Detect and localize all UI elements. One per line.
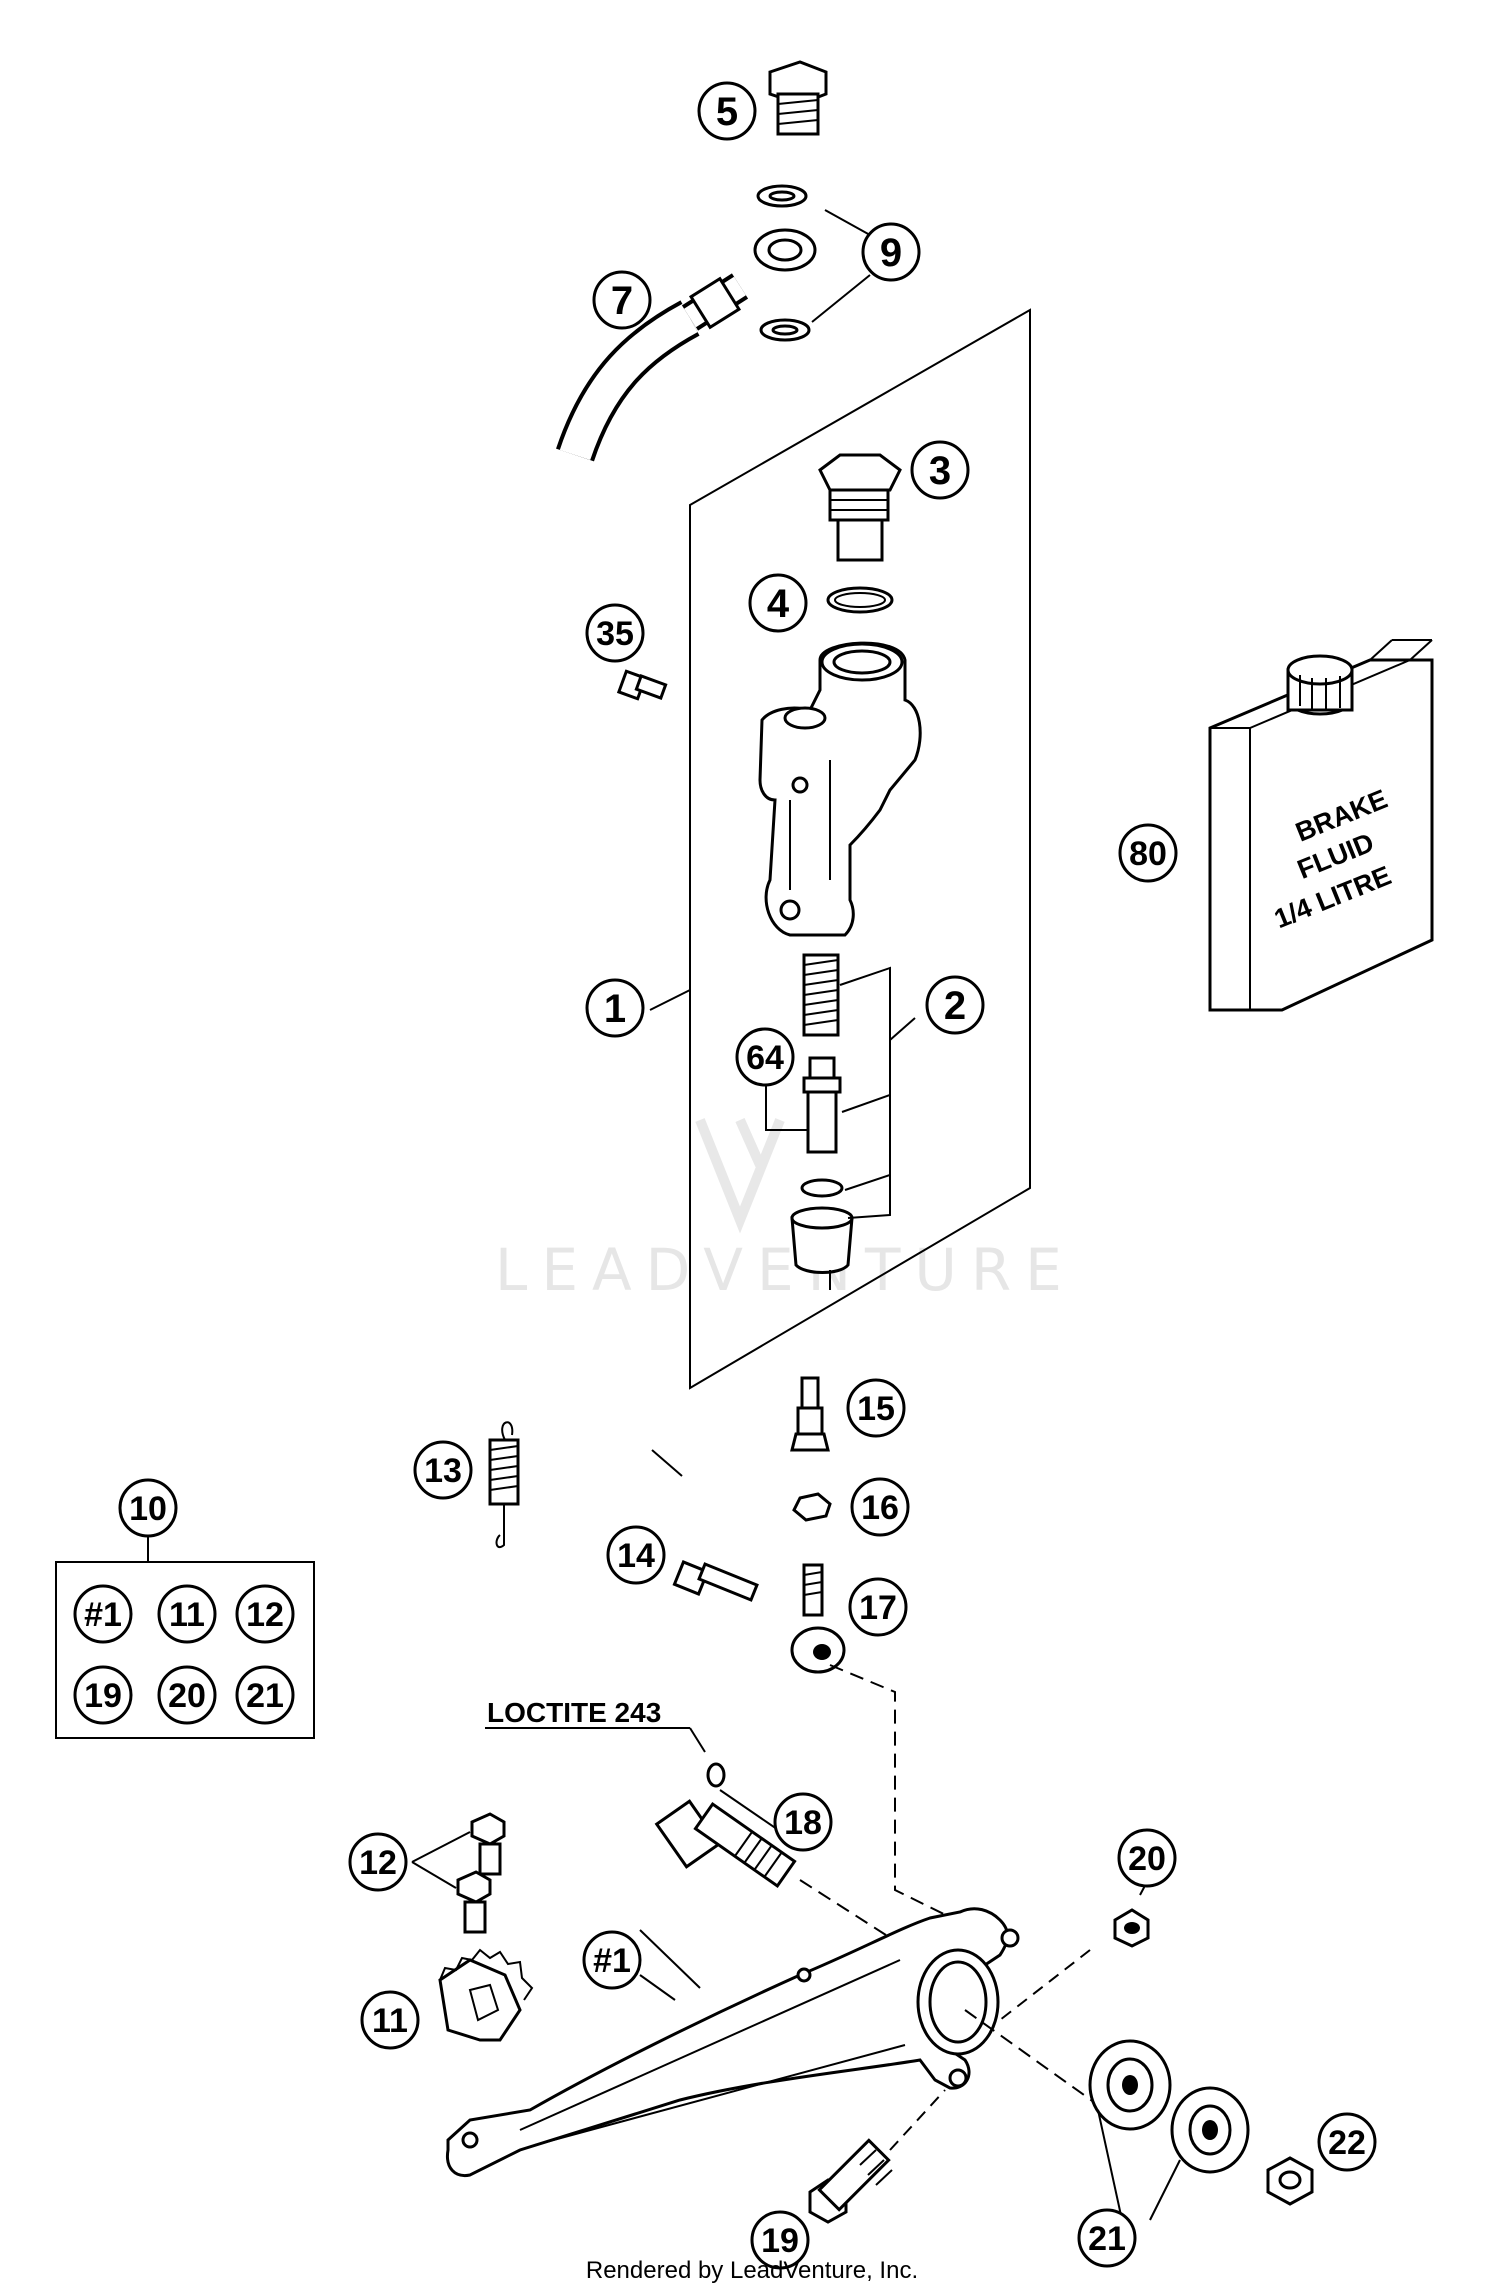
o-ring-part bbox=[826, 586, 894, 614]
svg-text:18: 18 bbox=[784, 1804, 822, 1842]
callout-pedal-1: #1 bbox=[582, 1930, 642, 1990]
callout-10: 10 bbox=[118, 1478, 178, 1538]
kit-item-1: #1 bbox=[73, 1584, 133, 1644]
svg-text:2: 2 bbox=[944, 984, 966, 1028]
brake-pedal-part bbox=[445, 1907, 1020, 2178]
callout-14: 14 bbox=[606, 1525, 666, 1585]
watermark: LEADVENTURE bbox=[495, 1117, 1076, 1304]
callout-3: 3 bbox=[910, 440, 970, 500]
callout-19: 19 bbox=[750, 2210, 810, 2270]
callout-64: 64 bbox=[735, 1027, 795, 1087]
bolt-19-part bbox=[808, 2089, 946, 2224]
watermark-text: LEADVENTURE bbox=[495, 1236, 1076, 1304]
svg-text:16: 16 bbox=[861, 1489, 899, 1527]
svg-text:64: 64 bbox=[746, 1039, 784, 1077]
svg-text:19: 19 bbox=[84, 1677, 122, 1715]
banjo-bolt-part bbox=[768, 60, 828, 136]
callout-12: 12 bbox=[348, 1832, 408, 1892]
svg-text:#1: #1 bbox=[593, 1942, 631, 1980]
callout-9: 9 bbox=[861, 222, 921, 282]
callout-13: 13 bbox=[413, 1440, 473, 1500]
reservoir-plug-part bbox=[818, 453, 902, 562]
callout-21: 21 bbox=[1077, 2208, 1137, 2268]
svg-text:21: 21 bbox=[246, 1677, 284, 1715]
brake-hose-part bbox=[556, 209, 871, 462]
return-spring-part bbox=[488, 1421, 520, 1549]
kit-item-11: 11 bbox=[157, 1584, 217, 1644]
nut-20-part bbox=[999, 1879, 1150, 2021]
brake-fluid-can: BRAKE FLUID 1/4 LITRE bbox=[1208, 639, 1434, 1012]
footrest-part bbox=[438, 1948, 534, 2042]
svg-text:4: 4 bbox=[767, 582, 790, 626]
svg-text:9: 9 bbox=[880, 231, 902, 275]
kit-item-21: 21 bbox=[235, 1665, 295, 1725]
nut-22-part bbox=[1266, 2156, 1314, 2206]
callout-2: 2 bbox=[925, 975, 985, 1035]
svg-text:13: 13 bbox=[424, 1452, 462, 1490]
callout-15: 15 bbox=[846, 1378, 906, 1438]
svg-text:7: 7 bbox=[611, 279, 633, 323]
loctite-note: LOCTITE 243 bbox=[485, 1697, 726, 1788]
kit-item-19: 19 bbox=[73, 1665, 133, 1725]
svg-text:11: 11 bbox=[169, 1596, 205, 1634]
svg-text:12: 12 bbox=[359, 1844, 397, 1882]
svg-text:1: 1 bbox=[604, 987, 626, 1031]
svg-text:20: 20 bbox=[1128, 1840, 1166, 1878]
callout-20: 20 bbox=[1117, 1828, 1177, 1888]
pivot-bolt-part bbox=[654, 1789, 926, 1961]
svg-text:17: 17 bbox=[859, 1589, 897, 1627]
master-cylinder-body bbox=[758, 641, 922, 937]
callout-1: 1 bbox=[585, 978, 645, 1038]
master-cylinder-panel bbox=[689, 308, 1031, 1390]
callout-7: 7 bbox=[592, 270, 652, 330]
kit-item-12: 12 bbox=[235, 1584, 295, 1644]
svg-text:19: 19 bbox=[761, 2222, 799, 2260]
svg-text:80: 80 bbox=[1129, 835, 1167, 873]
svg-text:5: 5 bbox=[716, 90, 738, 134]
svg-text:15: 15 bbox=[857, 1390, 895, 1428]
kit-item-20: 20 bbox=[157, 1665, 217, 1725]
svg-text:14: 14 bbox=[617, 1537, 655, 1575]
screws-12-part bbox=[411, 1812, 506, 1934]
screw-35-part bbox=[616, 669, 668, 701]
callout-4: 4 bbox=[748, 573, 808, 633]
callout-80: 80 bbox=[1118, 823, 1178, 883]
piston-kit-part bbox=[765, 953, 916, 1274]
svg-text:21: 21 bbox=[1088, 2220, 1126, 2258]
callout-17: 17 bbox=[848, 1577, 908, 1637]
callout-22: 22 bbox=[1317, 2112, 1377, 2172]
callout-35: 35 bbox=[585, 603, 645, 663]
callout-5: 5 bbox=[697, 81, 757, 141]
loctite-label: LOCTITE 243 bbox=[487, 1697, 661, 1728]
callout-16: 16 bbox=[850, 1477, 910, 1537]
svg-text:22: 22 bbox=[1328, 2124, 1366, 2162]
svg-text:3: 3 bbox=[929, 449, 951, 493]
pushrod-part bbox=[790, 1376, 961, 1923]
svg-text:35: 35 bbox=[596, 615, 634, 653]
svg-text:11: 11 bbox=[372, 2002, 408, 2040]
svg-text:12: 12 bbox=[246, 1596, 284, 1634]
bearings-part bbox=[964, 2009, 1250, 2221]
svg-text:#1: #1 bbox=[84, 1596, 122, 1634]
svg-text:10: 10 bbox=[129, 1490, 167, 1528]
callout-11: 11 bbox=[360, 1990, 420, 2050]
bolt-14-part bbox=[672, 1560, 759, 1602]
svg-text:20: 20 bbox=[168, 1677, 206, 1715]
callout-18: 18 bbox=[773, 1792, 833, 1852]
footer-credit: Rendered by LeadVenture, Inc. bbox=[586, 2257, 918, 2284]
